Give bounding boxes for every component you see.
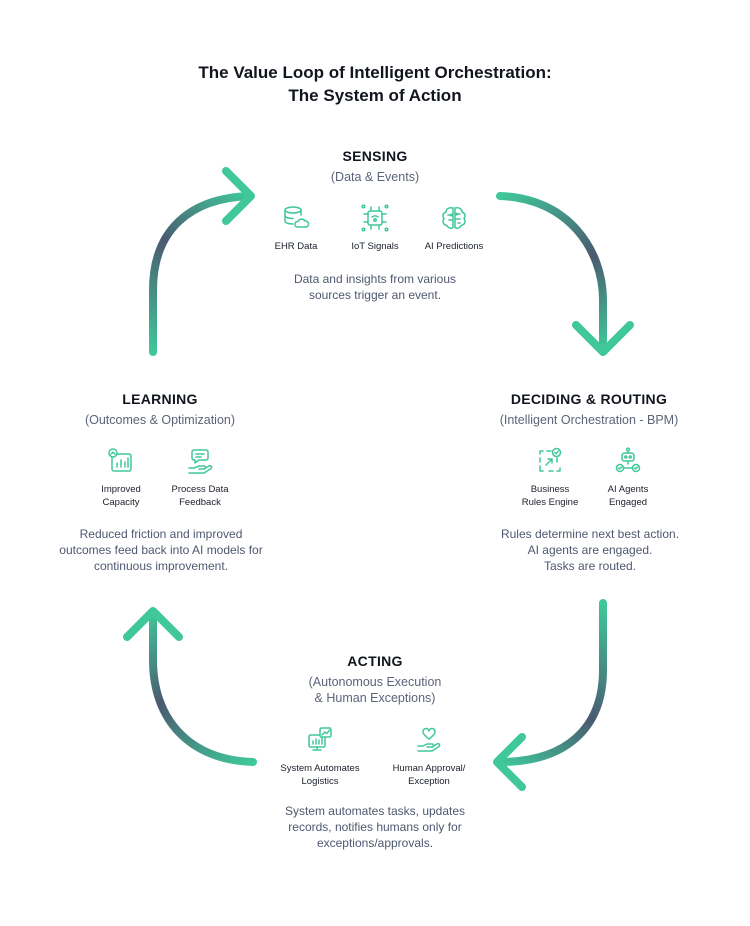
label-line: Engaged [608, 497, 648, 508]
description-line: outcomes feed back into AI models for [59, 543, 263, 557]
acting-item-human-approval-exception: Human Approval/ Exception [374, 725, 484, 788]
description-line: exceptions/approvals. [316, 836, 434, 850]
acting-item-system-automates-logistics: System Automates Logistics [265, 725, 375, 788]
label-line: Exception [408, 776, 450, 787]
description-line: Data and insights from various [293, 272, 457, 286]
sensing-item-ehr-data: EHR Data [241, 203, 351, 253]
stage-learning-subtitle: (Outcomes & Optimization) [84, 413, 236, 427]
stage-deciding-title: DECIDING & ROUTING [510, 391, 668, 407]
monitor-chart-icon [308, 727, 332, 751]
deciding-item-label: AI Agents Engaged [573, 483, 683, 509]
stage-deciding: DECIDING & ROUTING (Intelligent Orchestr… [464, 390, 714, 428]
description-line: System automates tasks, updates [284, 804, 466, 818]
stage-acting-description: System automates tasks, updates records,… [225, 803, 525, 851]
stage-deciding-subtitle: (Intelligent Orchestration - BPM) [499, 413, 679, 427]
sensing-item-ai-predictions: AI Predictions [399, 203, 509, 253]
feedback-hand-icon [188, 449, 213, 474]
acting-item-label: System Automates Logistics [265, 762, 375, 788]
label-line: Capacity [102, 497, 140, 508]
deciding-item-label: Business Rules Engine [495, 483, 605, 509]
hand-heart-icon [417, 727, 441, 752]
brain-icon [442, 207, 466, 229]
stage-learning-description: Reduced friction and improved outcomes f… [30, 526, 292, 574]
description-line: AI agents are engaged. [527, 543, 653, 557]
arrow-learning-to-sensing [149, 192, 254, 356]
deciding-item-business-rules-engine: Business Rules Engine [495, 446, 605, 509]
arrow-acting-to-learning [149, 608, 257, 766]
learning-item-label: Process Data Feedback [145, 483, 255, 509]
arrow-deciding-to-acting [496, 599, 607, 766]
diagram-title-line-1: The Value Loop of Intelligent Orchestrat… [198, 63, 552, 82]
label-line: AI Agents [607, 484, 649, 495]
stage-learning: LEARNING (Outcomes & Optimization) [40, 390, 280, 428]
diagram-title-line-2: The System of Action [288, 86, 462, 105]
description-line: records, notifies humans only for [288, 820, 462, 834]
label-line: Feedback [179, 497, 221, 508]
deciding-item-ai-agents-engaged: AI Agents Engaged [573, 446, 683, 509]
label-line: Logistics [301, 776, 339, 787]
stage-acting-subtitle: (Autonomous Execution & Human Exceptions… [225, 674, 525, 706]
stage-learning-title: LEARNING [122, 391, 198, 407]
learning-item-improved-capacity: Improved Capacity [66, 446, 176, 509]
label-line: Rules Engine [521, 497, 579, 508]
stage-sensing-title: SENSING [342, 148, 408, 164]
learning-item-label: Improved Capacity [66, 483, 176, 509]
sensing-item-label: EHR Data [274, 241, 318, 252]
label-line: Improved [101, 484, 141, 495]
rules-engine-icon [539, 447, 562, 472]
sensing-item-iot-signals: IoT Signals [320, 203, 430, 253]
stage-sensing-description: Data and insights from various sources t… [225, 271, 525, 303]
iot-chip-icon [361, 204, 389, 232]
stage-sensing-subtitle: (Data & Events) [330, 170, 420, 184]
chart-growth-icon [108, 448, 132, 472]
description-line: sources trigger an event. [308, 288, 442, 302]
description-line: Reduced friction and improved [79, 527, 243, 541]
robot-icon [615, 447, 641, 473]
description-line: continuous improvement. [93, 559, 229, 573]
acting-item-label: Human Approval/ Exception [374, 762, 484, 788]
learning-item-process-data-feedback: Process Data Feedback [145, 446, 255, 509]
label-line: Human Approval/ [392, 763, 466, 774]
arrow-sensing-to-deciding [496, 192, 607, 354]
stage-acting-title: ACTING [347, 653, 403, 669]
description-line: Tasks are routed. [543, 559, 637, 573]
description-line: Rules determine next best action. [500, 527, 680, 541]
stage-sensing: SENSING (Data & Events) [225, 147, 525, 185]
label-line: Process Data [171, 484, 229, 495]
label-line: System Automates [280, 763, 360, 774]
stage-deciding-description: Rules determine next best action. AI age… [460, 526, 720, 574]
database-cloud-icon [284, 206, 310, 228]
stage-acting: ACTING (Autonomous Execution & Human Exc… [225, 652, 525, 706]
sensing-item-label: AI Predictions [424, 241, 484, 252]
subtitle-line: & Human Exceptions) [314, 691, 436, 705]
subtitle-line: (Autonomous Execution [308, 675, 442, 689]
label-line: Business [530, 484, 570, 495]
sensing-item-label: IoT Signals [351, 241, 399, 252]
